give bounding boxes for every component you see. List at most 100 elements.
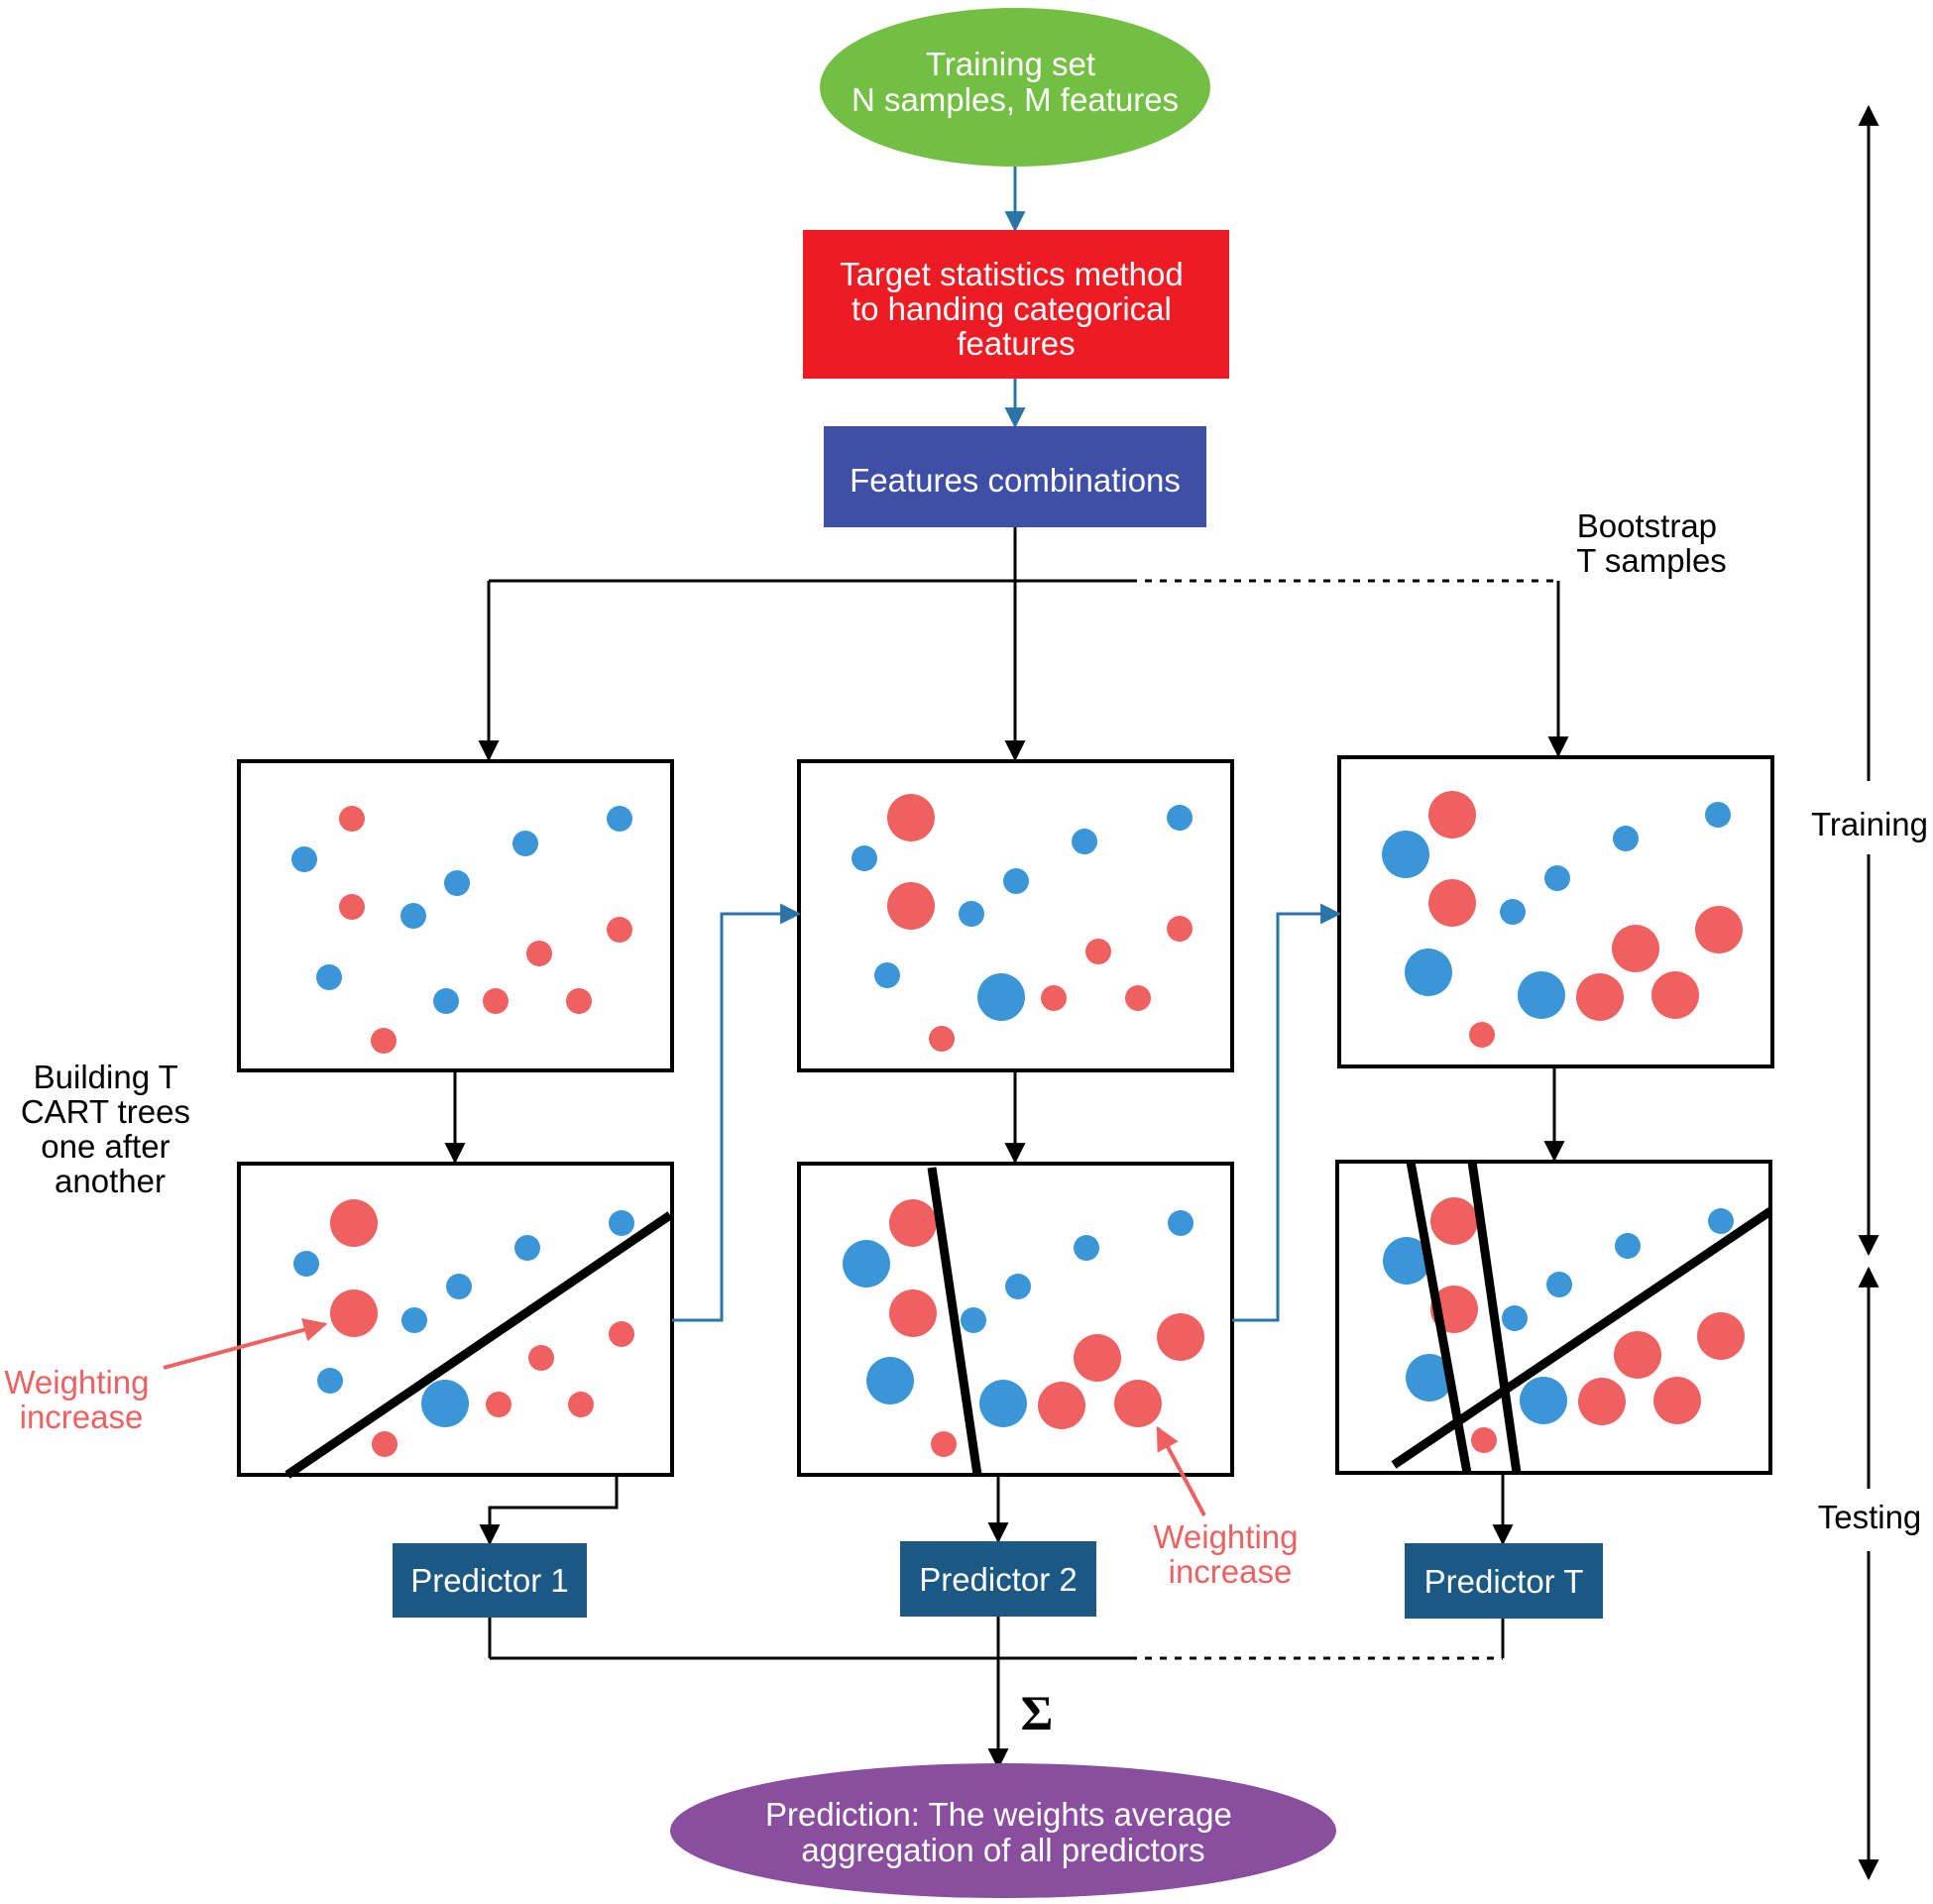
red-point: [1428, 879, 1476, 927]
target-statistics-node: [803, 230, 1229, 379]
red-point: [1125, 985, 1151, 1011]
red-point: [889, 1289, 937, 1337]
red-point: [339, 894, 365, 920]
weighting-left-line1: Weighting: [4, 1364, 149, 1400]
red-point: [1578, 1378, 1626, 1425]
blue-point: [1003, 868, 1029, 894]
features-combinations-label: Features combinations: [850, 462, 1181, 499]
red-point: [1167, 916, 1193, 942]
blue-point: [1072, 829, 1097, 854]
blue-point: [1074, 1235, 1099, 1261]
building-label-line4: another: [55, 1163, 166, 1199]
blue-point: [1168, 1210, 1194, 1236]
svg-text:Target statistics method t: Target statistics method to handing cate…: [840, 256, 1193, 362]
weighting-left-line2: increase: [20, 1399, 144, 1435]
blue-point: [317, 1368, 343, 1394]
building-label-line3: one after: [41, 1128, 170, 1165]
svg-text:Bootstrap T samples: Bootstrap T samples: [1576, 507, 1727, 579]
split-line: [284, 1211, 673, 1479]
blue-point: [866, 1357, 914, 1404]
red-point: [486, 1392, 512, 1417]
blue-point: [291, 846, 317, 872]
blue-point: [1708, 1208, 1734, 1234]
bootstrap-label-line1: Bootstrap: [1577, 507, 1717, 544]
training-set-line2: N samples, M features: [852, 81, 1179, 118]
predictor-T-label: Predictor T: [1424, 1563, 1584, 1600]
boost-arrow-2-to-3: [1232, 903, 1342, 1322]
blue-point: [400, 903, 426, 929]
red-point: [929, 1026, 955, 1052]
red-point: [371, 1028, 397, 1054]
blue-point: [1382, 831, 1429, 878]
red-point: [1157, 1313, 1204, 1361]
sample-panel-3: [1337, 755, 1774, 1068]
red-point: [1471, 1427, 1497, 1453]
red-point: [372, 1431, 398, 1457]
weighting-mid-line2: increase: [1169, 1553, 1293, 1590]
split-line: [1467, 1161, 1522, 1474]
blue-point: [444, 870, 470, 896]
blue-point: [446, 1274, 472, 1299]
blue-point: [1615, 1233, 1641, 1259]
red-point: [483, 988, 509, 1014]
blue-point: [609, 1210, 634, 1236]
sample-panel-1: [237, 759, 674, 1072]
split-line: [1391, 1207, 1773, 1469]
red-point: [1041, 985, 1067, 1011]
target-statistics-line2: to handing categorical: [852, 290, 1172, 327]
prediction-line2: aggregation of all predictors: [801, 1832, 1204, 1868]
boost-arrow-1-to-2: [672, 903, 802, 1322]
predictor-1-label: Predictor 1: [410, 1562, 569, 1599]
red-point: [887, 794, 935, 841]
blue-point: [293, 1251, 319, 1277]
red-point: [931, 1431, 957, 1457]
building-label-line1: Building T: [34, 1059, 178, 1095]
blue-point: [401, 1307, 427, 1333]
building-label-line2: CART trees: [21, 1093, 190, 1130]
predictor-2-node: [900, 1541, 1096, 1617]
red-point: [1653, 1377, 1701, 1424]
svg-text:Weighting increase: Weighting increase: [1153, 1518, 1307, 1590]
blue-point: [1613, 826, 1639, 851]
testing-phase-label: Testing: [1818, 1499, 1922, 1535]
blue-point: [1544, 865, 1570, 891]
predictor-T-node: [1405, 1543, 1603, 1619]
red-point: [1085, 939, 1111, 964]
tree-panel-1: [237, 1162, 674, 1479]
red-point: [1612, 925, 1659, 972]
tree-panel-2: [797, 1162, 1234, 1477]
red-point: [1695, 906, 1743, 953]
split-line: [927, 1167, 982, 1476]
blue-point: [421, 1380, 469, 1427]
blue-point: [1005, 1274, 1031, 1299]
target-statistics-line3: features: [957, 325, 1075, 362]
blue-point: [514, 1235, 540, 1261]
blue-point: [1406, 1354, 1453, 1401]
weighting-left-arrow: [163, 1318, 328, 1370]
red-point: [1430, 1197, 1478, 1245]
target-statistics-line1: Target statistics method: [840, 256, 1184, 292]
training-set-node: [820, 8, 1210, 167]
blue-point: [1405, 949, 1452, 996]
blue-point: [1705, 802, 1731, 828]
bootstrap-label-line2: T samples: [1576, 542, 1727, 579]
blue-point: [1546, 1272, 1572, 1297]
blue-point: [1167, 805, 1193, 831]
features-combinations-node: [824, 426, 1206, 527]
red-point: [1614, 1331, 1661, 1379]
red-point: [339, 806, 365, 832]
predictor-2-label: Predictor 2: [919, 1561, 1078, 1598]
svg-text:Weighting increase: Weighting increase: [4, 1364, 158, 1435]
blue-point: [852, 845, 877, 871]
blue-point: [979, 1380, 1027, 1427]
red-point: [1651, 971, 1699, 1019]
red-point: [1697, 1312, 1745, 1360]
red-point: [568, 1392, 594, 1417]
sample-panel-2: [797, 759, 1234, 1072]
red-point: [566, 988, 592, 1014]
blue-point: [512, 831, 538, 856]
predictor-1-node: [393, 1543, 587, 1618]
blue-point: [977, 973, 1025, 1021]
blue-point: [1502, 1305, 1528, 1331]
